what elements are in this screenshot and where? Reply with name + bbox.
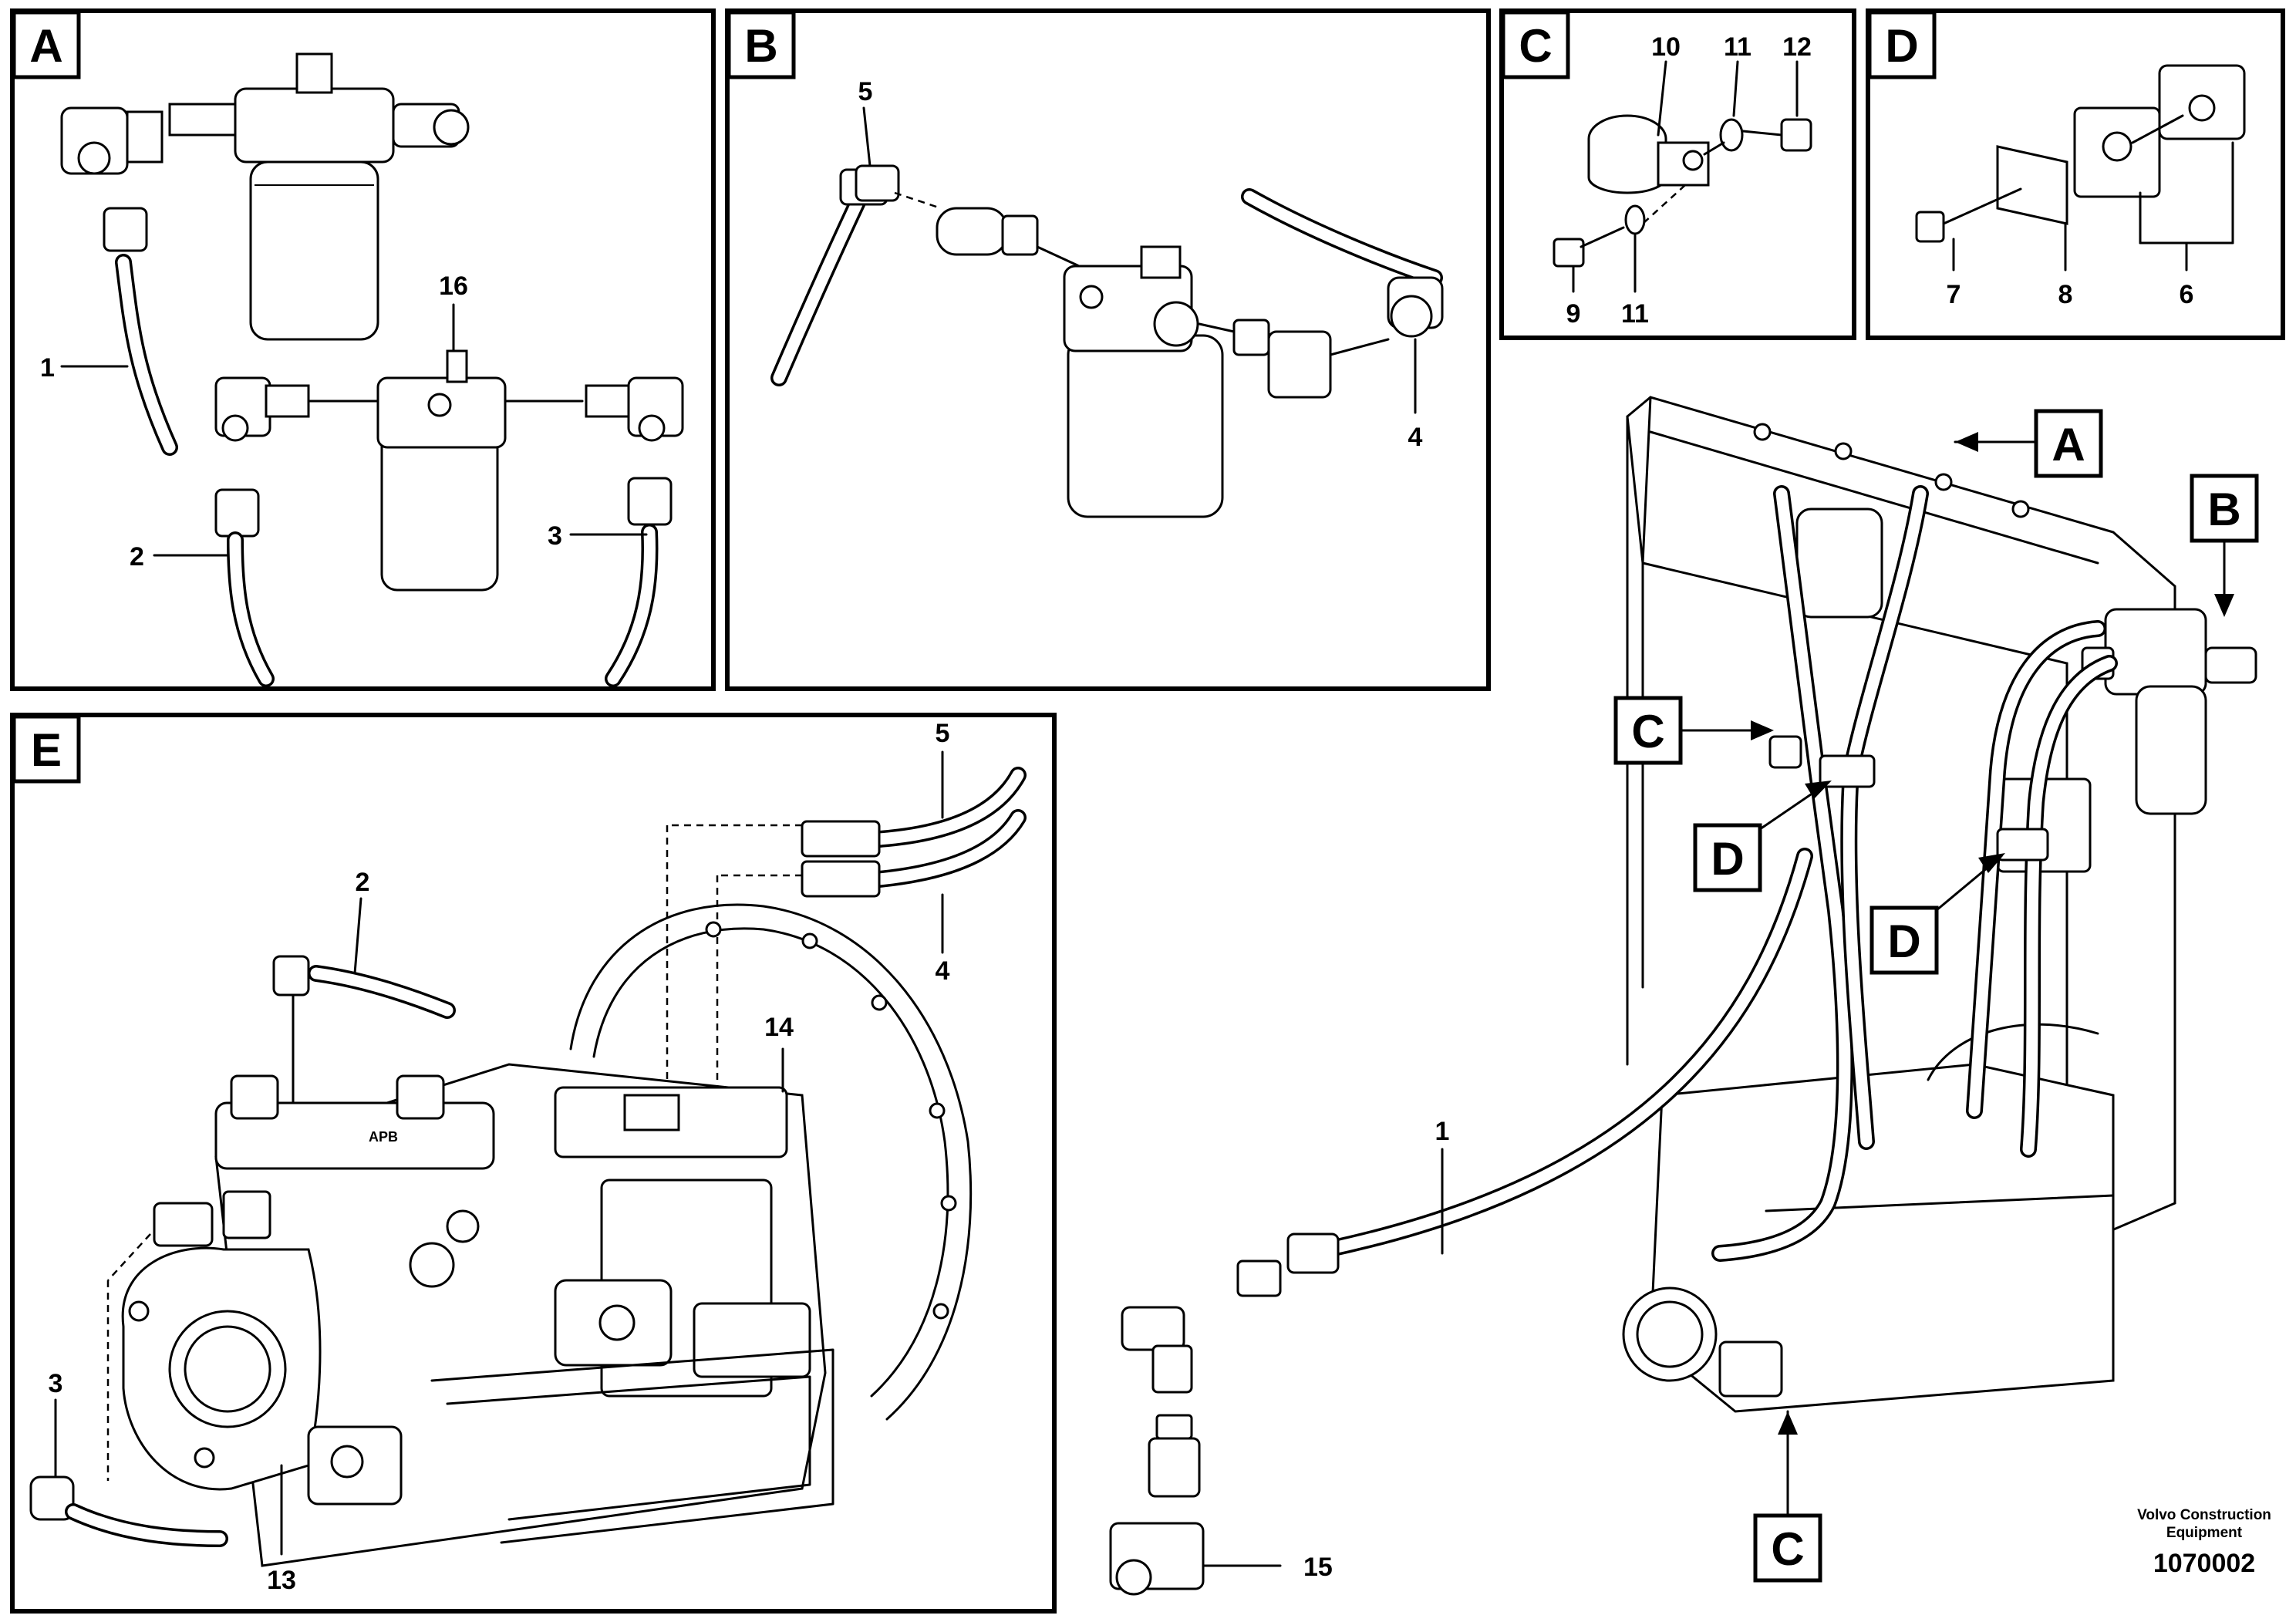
callout-e-4: 4 xyxy=(936,956,950,986)
callout-a-16: 16 xyxy=(439,271,468,301)
callout-c-11-top: 11 xyxy=(1724,32,1752,62)
callout-c-12: 12 xyxy=(1782,32,1812,62)
svg-text:APB: APB xyxy=(369,1129,398,1145)
callout-e-5: 5 xyxy=(936,719,950,748)
panel-a: A 1 16 xyxy=(10,8,716,691)
svg-text:C: C xyxy=(1631,706,1664,757)
callout-d-6: 6 xyxy=(2180,280,2194,309)
marker-d-right: D xyxy=(1870,853,2005,975)
panel-a-letter: A xyxy=(29,20,62,72)
callout-b-5: 5 xyxy=(858,77,873,106)
panel-c-letter: C xyxy=(1519,20,1552,72)
callout-a-2: 2 xyxy=(130,542,144,572)
hose-5 xyxy=(770,164,900,386)
callout-a-1: 1 xyxy=(40,353,55,383)
panel-e: E 5 4 xyxy=(10,713,1057,1614)
svg-text:C: C xyxy=(1771,1523,1804,1575)
hose-2-elbow xyxy=(214,376,379,687)
clamp-parts xyxy=(1553,114,1812,268)
panel-d-letter: D xyxy=(1885,20,1918,72)
panel-d: D 6 8 7 xyxy=(1866,8,2285,340)
callout-a-3: 3 xyxy=(548,521,562,551)
hydraulic-pump-assembly: APB xyxy=(121,1063,834,1567)
overview-assembly xyxy=(1109,396,2257,1596)
svg-text:A: A xyxy=(2052,419,2085,470)
callout-e-13: 13 xyxy=(267,1566,296,1595)
callout-d-8: 8 xyxy=(2058,280,2073,309)
callout-b-4: 4 xyxy=(1408,423,1423,452)
panel-e-letter: E xyxy=(31,724,62,776)
drawing-number: 1070002 xyxy=(2153,1549,2255,1578)
filter-assembly-lower xyxy=(376,349,507,592)
elbow-fitting xyxy=(60,106,164,175)
marker-d-left: D xyxy=(1693,781,1832,892)
panel-c: C 10 11 12 9 11 xyxy=(1499,8,1856,340)
marker-a: A xyxy=(1954,409,2103,478)
hose-3-elbow xyxy=(504,376,684,687)
panel-b-letter: B xyxy=(744,20,777,72)
callout-c-9: 9 xyxy=(1566,299,1581,329)
hose-4-fitting xyxy=(1198,188,1444,399)
marker-b: B xyxy=(2190,474,2259,617)
flywheel-housing xyxy=(569,903,973,1421)
filter-assembly-b xyxy=(1063,245,1224,518)
title-block: Volvo Construction Equipment 1070002 xyxy=(2137,1507,2271,1578)
callout-c-10: 10 xyxy=(1651,32,1681,62)
brand-line-2: Equipment xyxy=(2166,1525,2243,1541)
callout-e-3: 3 xyxy=(49,1369,63,1398)
callout-c-11-bottom: 11 xyxy=(1621,299,1649,329)
brand-line-1: Volvo Construction xyxy=(2137,1507,2271,1523)
panel-b: B 5 xyxy=(725,8,1491,691)
callout-e-2: 2 xyxy=(356,868,370,897)
callout-overview-15: 15 xyxy=(1303,1553,1333,1582)
marker-c-bottom: C xyxy=(1753,1410,1822,1583)
svg-text:B: B xyxy=(2207,484,2240,535)
clamp-block-parts xyxy=(1915,64,2246,243)
callout-overview-1: 1 xyxy=(1435,1117,1450,1146)
svg-text:D: D xyxy=(1711,833,1744,885)
callout-e-14: 14 xyxy=(764,1013,794,1042)
marker-c-top: C xyxy=(1613,696,1774,765)
hose-3 xyxy=(29,1233,228,1547)
filter-assembly-top xyxy=(168,52,470,341)
callout-d-7: 7 xyxy=(1947,280,1961,309)
svg-text:D: D xyxy=(1887,916,1920,967)
adapter-fitting xyxy=(894,191,1089,271)
hose-1 xyxy=(103,207,178,456)
